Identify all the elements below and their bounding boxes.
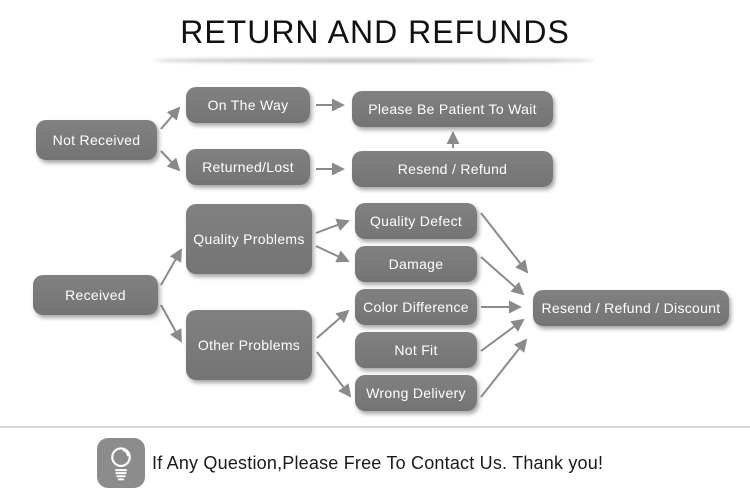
node-resend-refund-discount: Resend / Refund / Discount bbox=[533, 290, 729, 326]
node-not-fit: Not Fit bbox=[355, 332, 477, 368]
arrow-quality-problems-to-damage bbox=[315, 245, 350, 263]
arrow-received-to-quality-problems bbox=[160, 248, 182, 286]
node-wrong-delivery: Wrong Delivery bbox=[355, 375, 477, 411]
arrow-wrong-delivery-to-discount bbox=[480, 338, 528, 398]
title-underline-decoration bbox=[153, 58, 595, 63]
node-quality-problems: Quality Problems bbox=[186, 204, 312, 274]
arrow-damage-to-discount bbox=[480, 256, 525, 296]
arrow-not-received-to-on-the-way bbox=[160, 106, 181, 130]
lightbulb-icon bbox=[97, 438, 145, 488]
page-title: RETURN AND REFUNDS bbox=[180, 14, 570, 50]
node-not-received: Not Received bbox=[36, 120, 157, 160]
arrow-received-to-other-problems bbox=[160, 304, 182, 343]
node-damage: Damage bbox=[355, 246, 477, 282]
arrow-other-problems-to-color-difference bbox=[316, 309, 350, 339]
node-quality-defect: Quality Defect bbox=[355, 203, 477, 239]
node-resend-refund: Resend / Refund bbox=[352, 151, 553, 187]
node-received: Received bbox=[33, 275, 158, 315]
contact-message: If Any Question,Please Free To Contact U… bbox=[152, 452, 604, 473]
footer-divider bbox=[0, 426, 750, 428]
arrow-quality-problems-to-quality-defect bbox=[315, 218, 350, 234]
node-other-problems: Other Problems bbox=[186, 310, 312, 380]
node-returned-lost: Returned/Lost bbox=[186, 149, 310, 185]
arrow-not-fit-to-discount bbox=[480, 318, 525, 352]
arrow-quality-defect-to-discount bbox=[480, 212, 529, 274]
arrow-not-received-to-returned-lost bbox=[160, 150, 181, 172]
node-color-difference: Color Difference bbox=[355, 289, 477, 325]
arrow-other-problems-to-wrong-delivery bbox=[316, 351, 352, 398]
node-please-be-patient: Please Be Patient To Wait bbox=[352, 91, 553, 127]
node-on-the-way: On The Way bbox=[186, 87, 310, 123]
